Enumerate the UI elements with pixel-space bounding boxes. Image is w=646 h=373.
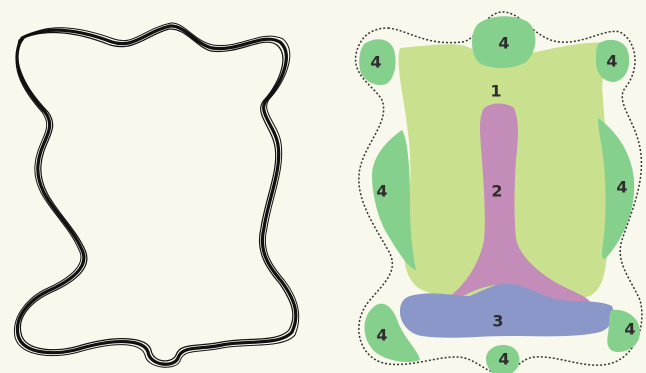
hide-outline-path: [14, 23, 298, 367]
hide-outline-path: [17, 26, 296, 364]
region-4-label: 4: [606, 52, 617, 71]
left-hide-outline: [14, 23, 298, 367]
region-4-label: 4: [376, 326, 387, 345]
region-4-label: 4: [616, 178, 627, 197]
region-2-label: 2: [491, 182, 502, 201]
right-hide-map: 1 2 3 4 4 4 4 4 4 4 4: [356, 12, 642, 373]
region-1-label: 1: [490, 82, 501, 101]
hide-outline-path: [17, 29, 293, 361]
region-4-label: 4: [498, 350, 509, 369]
region-4-label: 4: [498, 34, 509, 53]
region-4-label: 4: [370, 53, 381, 72]
region-4-label: 4: [376, 182, 387, 201]
region-3-label: 3: [492, 312, 503, 331]
region-4-label: 4: [624, 320, 635, 339]
